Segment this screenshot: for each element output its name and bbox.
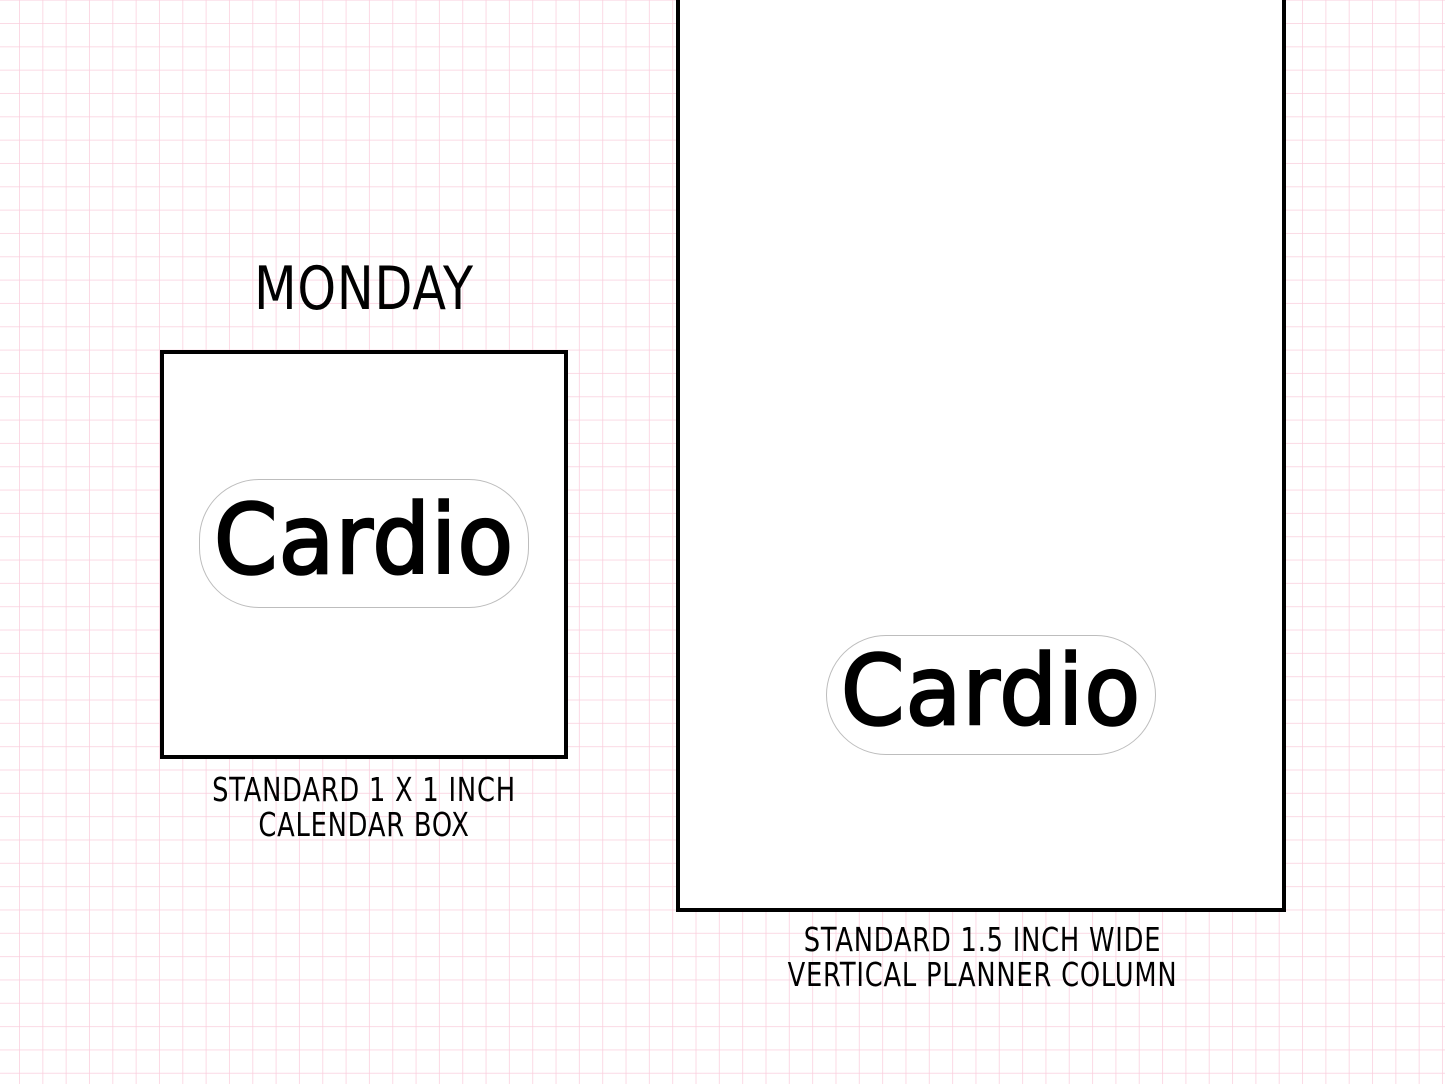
- vertical-column-caption: Standard 1.5 inch wide vertical planner …: [762, 920, 1203, 994]
- caption-line-1: Standard 1 x 1 inch: [212, 770, 516, 809]
- day-label-monday: Monday: [254, 254, 474, 324]
- calendar-box-caption: Standard 1 x 1 inch calendar box: [181, 770, 546, 844]
- vertical-planner-column: [676, 0, 1286, 912]
- cardio-sticker-vertical: Cardio: [826, 634, 1156, 755]
- caption-line-1: Standard 1.5 inch wide: [803, 920, 1162, 959]
- sticker-text: Cardio: [840, 634, 1142, 749]
- sticker-text: Cardio: [213, 482, 515, 597]
- cardio-sticker-calendar: Cardio: [199, 479, 529, 608]
- caption-line-2: calendar box: [258, 804, 470, 844]
- caption-line-2: vertical planner column: [787, 954, 1178, 994]
